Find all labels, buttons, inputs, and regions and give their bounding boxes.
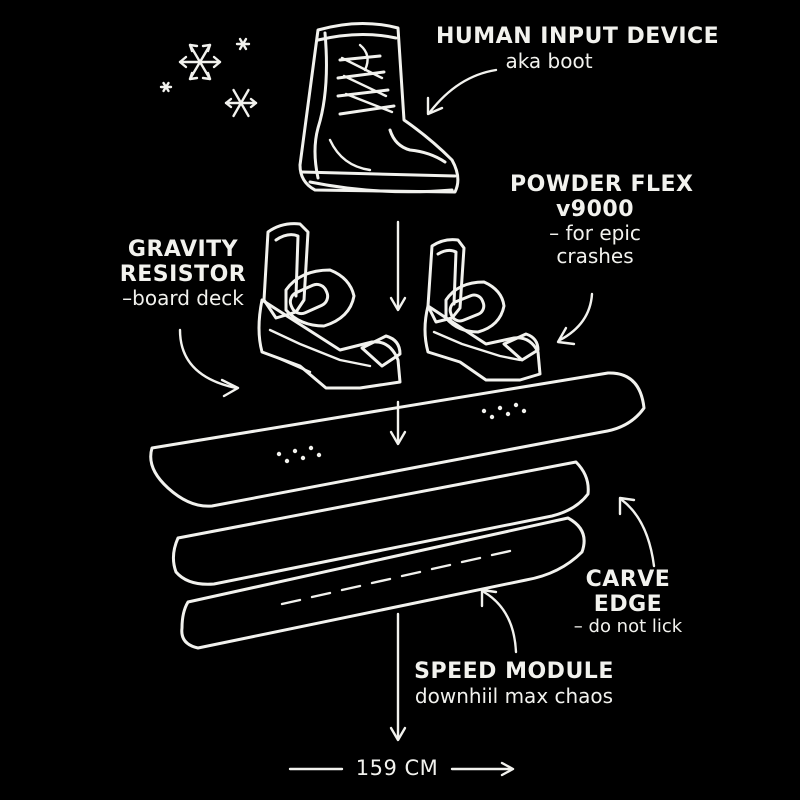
base-callout-arrow	[480, 588, 518, 654]
bindings-label-title-line2: v9000	[555, 196, 635, 222]
bindings-label-subtitle-line2: crashes	[556, 243, 634, 268]
board-base-drawing	[180, 516, 586, 650]
deck-label: GRAVITY RESISTOR –board deck	[112, 237, 254, 311]
snowflake-icon	[224, 88, 258, 118]
boot-label-subtitle: aka boot	[505, 48, 593, 73]
edge-label-subtitle: – do not lick	[573, 616, 683, 638]
bindings-callout-arrow	[556, 292, 594, 346]
binding-left-drawing	[257, 222, 402, 390]
edge-label-title-line1: CARVE	[585, 567, 671, 592]
edge-label-title-line2: EDGE	[593, 591, 663, 617]
boot-label: HUMAN INPUT DEVICE aka boot	[436, 24, 720, 73]
bindings-label: POWDER FLEX v9000 – for epic crashes	[510, 172, 694, 268]
bindings-label-title-line1: POWDER FLEX	[510, 172, 694, 197]
deck-callout-arrow	[178, 328, 240, 398]
boot-drawing	[298, 22, 460, 194]
deck-label-title-line1: GRAVITY	[127, 237, 239, 262]
edge-callout-arrow	[618, 496, 656, 568]
deck-label-title-line2: RESISTOR	[119, 261, 247, 287]
edge-label: CARVE EDGE – do not lick	[562, 567, 694, 638]
length-dimension-arrow	[288, 761, 515, 777]
boot-callout-arrow	[426, 68, 498, 116]
board-deck-drawing	[149, 371, 646, 508]
assembly-arrow	[389, 220, 407, 742]
star-icon	[235, 37, 251, 51]
star-icon	[159, 81, 173, 93]
base-label-title: SPEED MODULE	[414, 659, 614, 684]
base-label: SPEED MODULE downhiil max chaos	[404, 659, 624, 708]
boot-label-title: HUMAN INPUT DEVICE	[436, 24, 720, 49]
base-label-subtitle: downhiil max chaos	[414, 683, 614, 708]
binding-right-drawing	[423, 238, 542, 382]
bindings-label-subtitle-line1: – for epic	[549, 221, 641, 246]
snowflake-icon	[178, 43, 222, 81]
deck-label-subtitle: –board deck	[122, 286, 244, 311]
board-edge-drawing	[171, 460, 590, 586]
length-label: 159 CM	[355, 756, 439, 780]
